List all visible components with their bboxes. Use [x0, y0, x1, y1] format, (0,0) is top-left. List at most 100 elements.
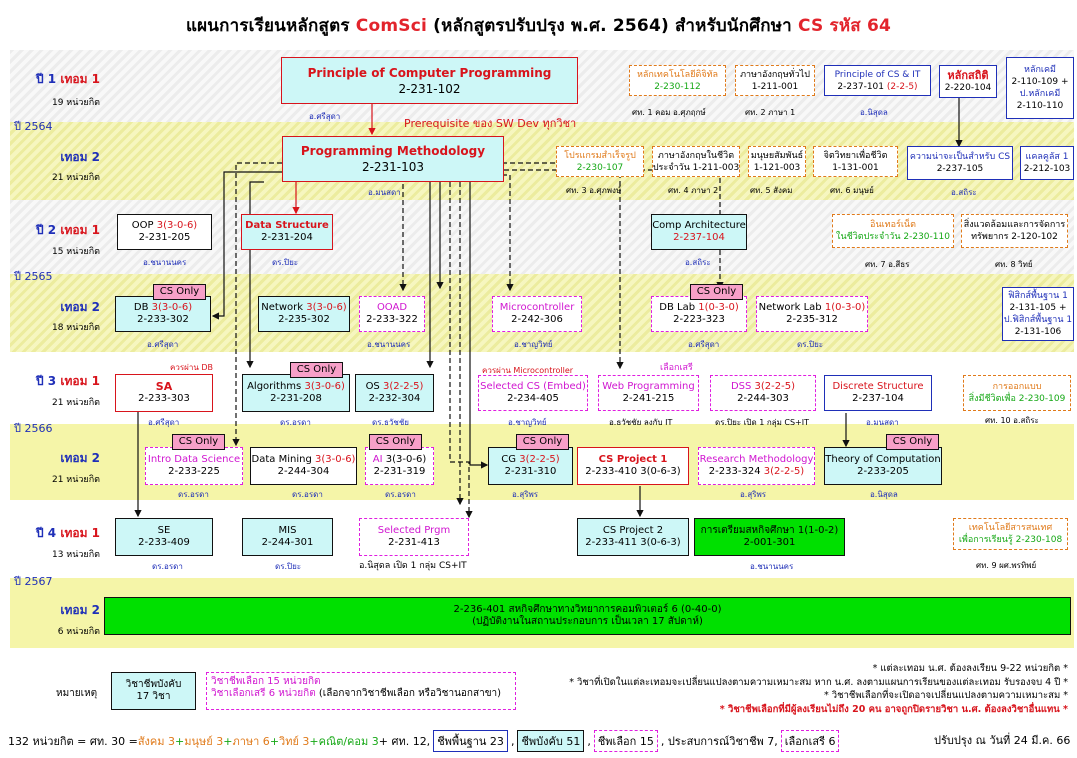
course-ai[interactable]: AI 3(3-0-6)2-231-319	[365, 447, 434, 485]
row-label-y1t2: เทอม 2	[60, 150, 100, 164]
course-it-for-learning[interactable]: เทคโนโลยีสารสนเทศเพื่อการเรียนรู้ 2-230-…	[953, 518, 1068, 550]
course-design[interactable]: การออกแบบสิ่งมีชีวิตเพื่อ 2-230-109	[963, 375, 1071, 411]
course-credits: 1(0-3-0)	[824, 302, 866, 313]
course-dss[interactable]: DSS 3(2-2-5)2-244-303	[710, 375, 816, 411]
course-name: อินเทอร์เน็ต	[870, 220, 916, 230]
course-english-daily[interactable]: ภาษาอังกฤษในชีวิตประจำวัน 1-211-003	[652, 146, 740, 177]
course-calculus-1[interactable]: แคลคูลัส 1 2-212-103	[1020, 146, 1074, 180]
course-network-lab[interactable]: Network Lab 1(0-3-0)2-235-312	[756, 296, 868, 332]
row-label-y3t2: เทอม 2	[60, 451, 100, 465]
course-network[interactable]: Network 3(3-0-6)2-235-302	[258, 296, 350, 332]
course-name: แคลคูลัส 1	[1025, 152, 1069, 162]
course-statistics[interactable]: หลักสถิติ2-220-104	[939, 65, 997, 98]
course-os[interactable]: OS 3(2-2-5)2-232-304	[355, 374, 434, 412]
prerequisite-note: Prerequisite ของ SW Dev ทุกวิชา	[404, 117, 577, 130]
instructor-note: อ.ศรีสุดา	[147, 340, 179, 349]
course-code: 2-231-319	[373, 466, 426, 477]
course-code: 2-233-409	[138, 537, 190, 548]
course-credits: 3(2-2-5)	[763, 466, 805, 477]
instructor-note: อ.ศรีสุดา	[148, 418, 180, 427]
course-code: 2-233-411 3(0-6-3)	[585, 537, 681, 548]
course-code: 2-233-410 3(0-6-3)	[585, 466, 681, 477]
course-credits: 3(3-0-6)	[304, 381, 345, 392]
instructor-note: อ.สุริพร	[512, 490, 539, 499]
course-code: 2-212-103	[1023, 164, 1071, 174]
summary-free: เลือกเสรี 6	[780, 730, 840, 752]
course-name: Discrete Structure	[832, 381, 924, 392]
course-name: CG	[501, 454, 520, 465]
course-credits: 3(2-2-5)	[519, 454, 560, 465]
course-algorithms[interactable]: Algorithms 3(3-0-6)2-231-208	[242, 374, 350, 412]
free-elective-note: เลือกเสรี	[660, 363, 693, 373]
course-principle-of-computer-programming[interactable]: Principle of Computer Programming 2-231-…	[281, 57, 578, 104]
course-data-mining[interactable]: Data Mining 3(3-0-6)2-244-304	[250, 447, 357, 485]
instructor-note: อ.ชาญวิทย์	[508, 418, 547, 427]
course-code: 2-235-302	[278, 314, 330, 325]
course-name: จิตวิทยาเพื่อชีวิต	[823, 150, 888, 161]
course-cg[interactable]: CG 3(2-2-5)2-231-310	[488, 447, 573, 485]
course-code: 2-242-306	[511, 314, 563, 325]
course-name: Comp Architecture	[652, 220, 746, 231]
year-2564: ปี 2564	[14, 120, 53, 133]
course-name: ภาษาอังกฤษทั่วไป	[740, 69, 810, 80]
course-lab-name: ป.หลักเคมี	[1019, 89, 1061, 99]
course-coop-prep[interactable]: การเตรียมสหกิจศึกษา 1(1-0-2)2-001-301	[694, 518, 845, 556]
row-credits-y1t2: 21 หน่วยกิต	[51, 173, 100, 183]
course-name: OOP	[131, 220, 157, 231]
notes-block: * แต่ละเทอม น.ศ. ต้องลงเรียน 9-22 หน่วยก…	[520, 662, 1068, 716]
course-name: SE	[157, 525, 171, 536]
course-environment[interactable]: สิ่งแวดล้อมและการจัดการทรัพยากร 2-120-10…	[961, 214, 1068, 248]
row-label-y2t2: เทอม 2	[60, 300, 100, 314]
year-2565: ปี 2565	[14, 270, 53, 283]
course-name: DB	[133, 302, 152, 313]
legend-required-text: วิชาชีพบังคับ	[125, 679, 182, 690]
course-name: Principle of CS & IT	[834, 69, 921, 80]
course-name: Intro Data Science	[147, 454, 241, 465]
instructor-note: ดร.อรดา	[385, 490, 416, 499]
row-credits-y3t1: 21 หน่วยกิต	[51, 398, 100, 408]
course-oop[interactable]: OOP 3(3-0-6)2-231-205	[117, 214, 212, 250]
course-name: Web Programming	[602, 381, 695, 392]
course-code: 1-211-001	[751, 81, 799, 92]
course-human-relations[interactable]: มนุษยสัมพันธ์1-121-003	[748, 146, 806, 177]
course-selected-cs-embed[interactable]: Selected CS (Embed)2-234-405	[478, 375, 588, 411]
instructor-note: ดร.อรดา	[280, 418, 311, 427]
course-db-lab[interactable]: DB Lab 1(0-3-0)2-223-323	[651, 296, 747, 332]
course-programming-methodology[interactable]: Programming Methodology 2-231-103	[282, 136, 504, 182]
course-code: 2-131-105 +	[1009, 303, 1067, 313]
course-name: Microcontroller	[499, 302, 575, 313]
summary-social: สังคม 3	[137, 735, 176, 748]
course-code: 2-237-105	[936, 164, 984, 174]
course-code: 2-231-208	[270, 393, 322, 404]
credit-summary: 132 หน่วยกิต = ศท. 30 = สังคม 3 + มนุษย์…	[8, 730, 840, 752]
course-cooperative-education[interactable]: 2-236-401 สหกิจศึกษาทางวิทยาการคอมพิวเตอ…	[104, 597, 1071, 635]
ge-note: ศท. 9 ผศ.พรทิพย์	[976, 561, 1037, 570]
course-internet-daily[interactable]: อินเทอร์เน็ตในชีวิตประจำวัน 2-230-110	[832, 214, 954, 248]
row-credits-y2t1: 15 หน่วยกิต	[51, 247, 100, 257]
course-code: 2-223-323	[673, 314, 725, 325]
course-chemistry[interactable]: หลักเคมี2-110-109 +ป.หลักเคมี2-110-110	[1006, 57, 1074, 119]
course-db[interactable]: DB 3(3-0-6)2-233-302	[115, 296, 211, 332]
